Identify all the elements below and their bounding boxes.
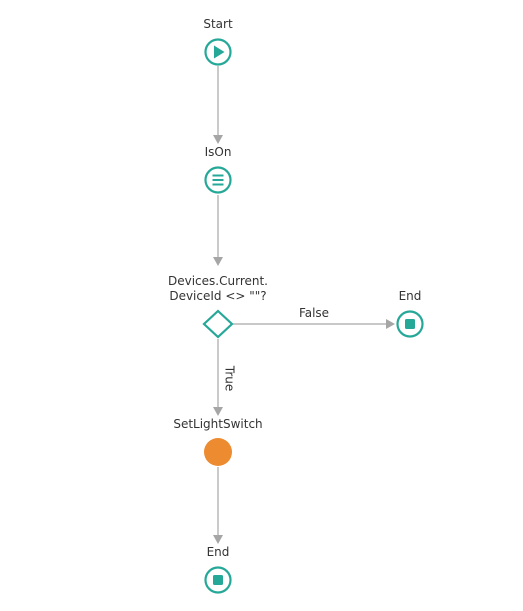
condition-label-line1: Devices.Current. (168, 274, 268, 288)
action-circle-icon (204, 438, 232, 466)
setlightswitch-label: SetLightSwitch (173, 417, 263, 431)
play-icon (214, 45, 225, 59)
stop-icon (213, 575, 223, 585)
connector-condition-to-setlightswitch[interactable] (213, 339, 223, 416)
connector-setlightswitch-to-end[interactable] (213, 467, 223, 544)
connector-ison-to-condition[interactable] (213, 195, 223, 266)
diamond-icon (202, 309, 234, 339)
ison-node[interactable] (204, 166, 232, 194)
false-edge-label: False (298, 306, 330, 320)
condition-label: Devices.Current. DeviceId <> ""? (138, 274, 298, 304)
end-false-label: End (398, 289, 422, 303)
end-node-true[interactable] (204, 566, 232, 594)
end-true-label: End (206, 545, 230, 559)
ison-label: IsOn (204, 145, 232, 159)
true-edge-label: True (222, 365, 237, 392)
setlightswitch-node[interactable] (204, 438, 232, 466)
stop-icon (405, 319, 415, 329)
start-node[interactable] (204, 38, 232, 66)
end-node-false[interactable] (396, 310, 424, 338)
connector-start-to-ison[interactable] (213, 66, 223, 144)
start-label: Start (203, 17, 233, 31)
connector-condition-to-end-false[interactable] (233, 319, 395, 329)
condition-label-line2: DeviceId <> ""? (169, 289, 267, 303)
equals-icon (212, 174, 224, 186)
condition-node[interactable] (202, 309, 234, 339)
